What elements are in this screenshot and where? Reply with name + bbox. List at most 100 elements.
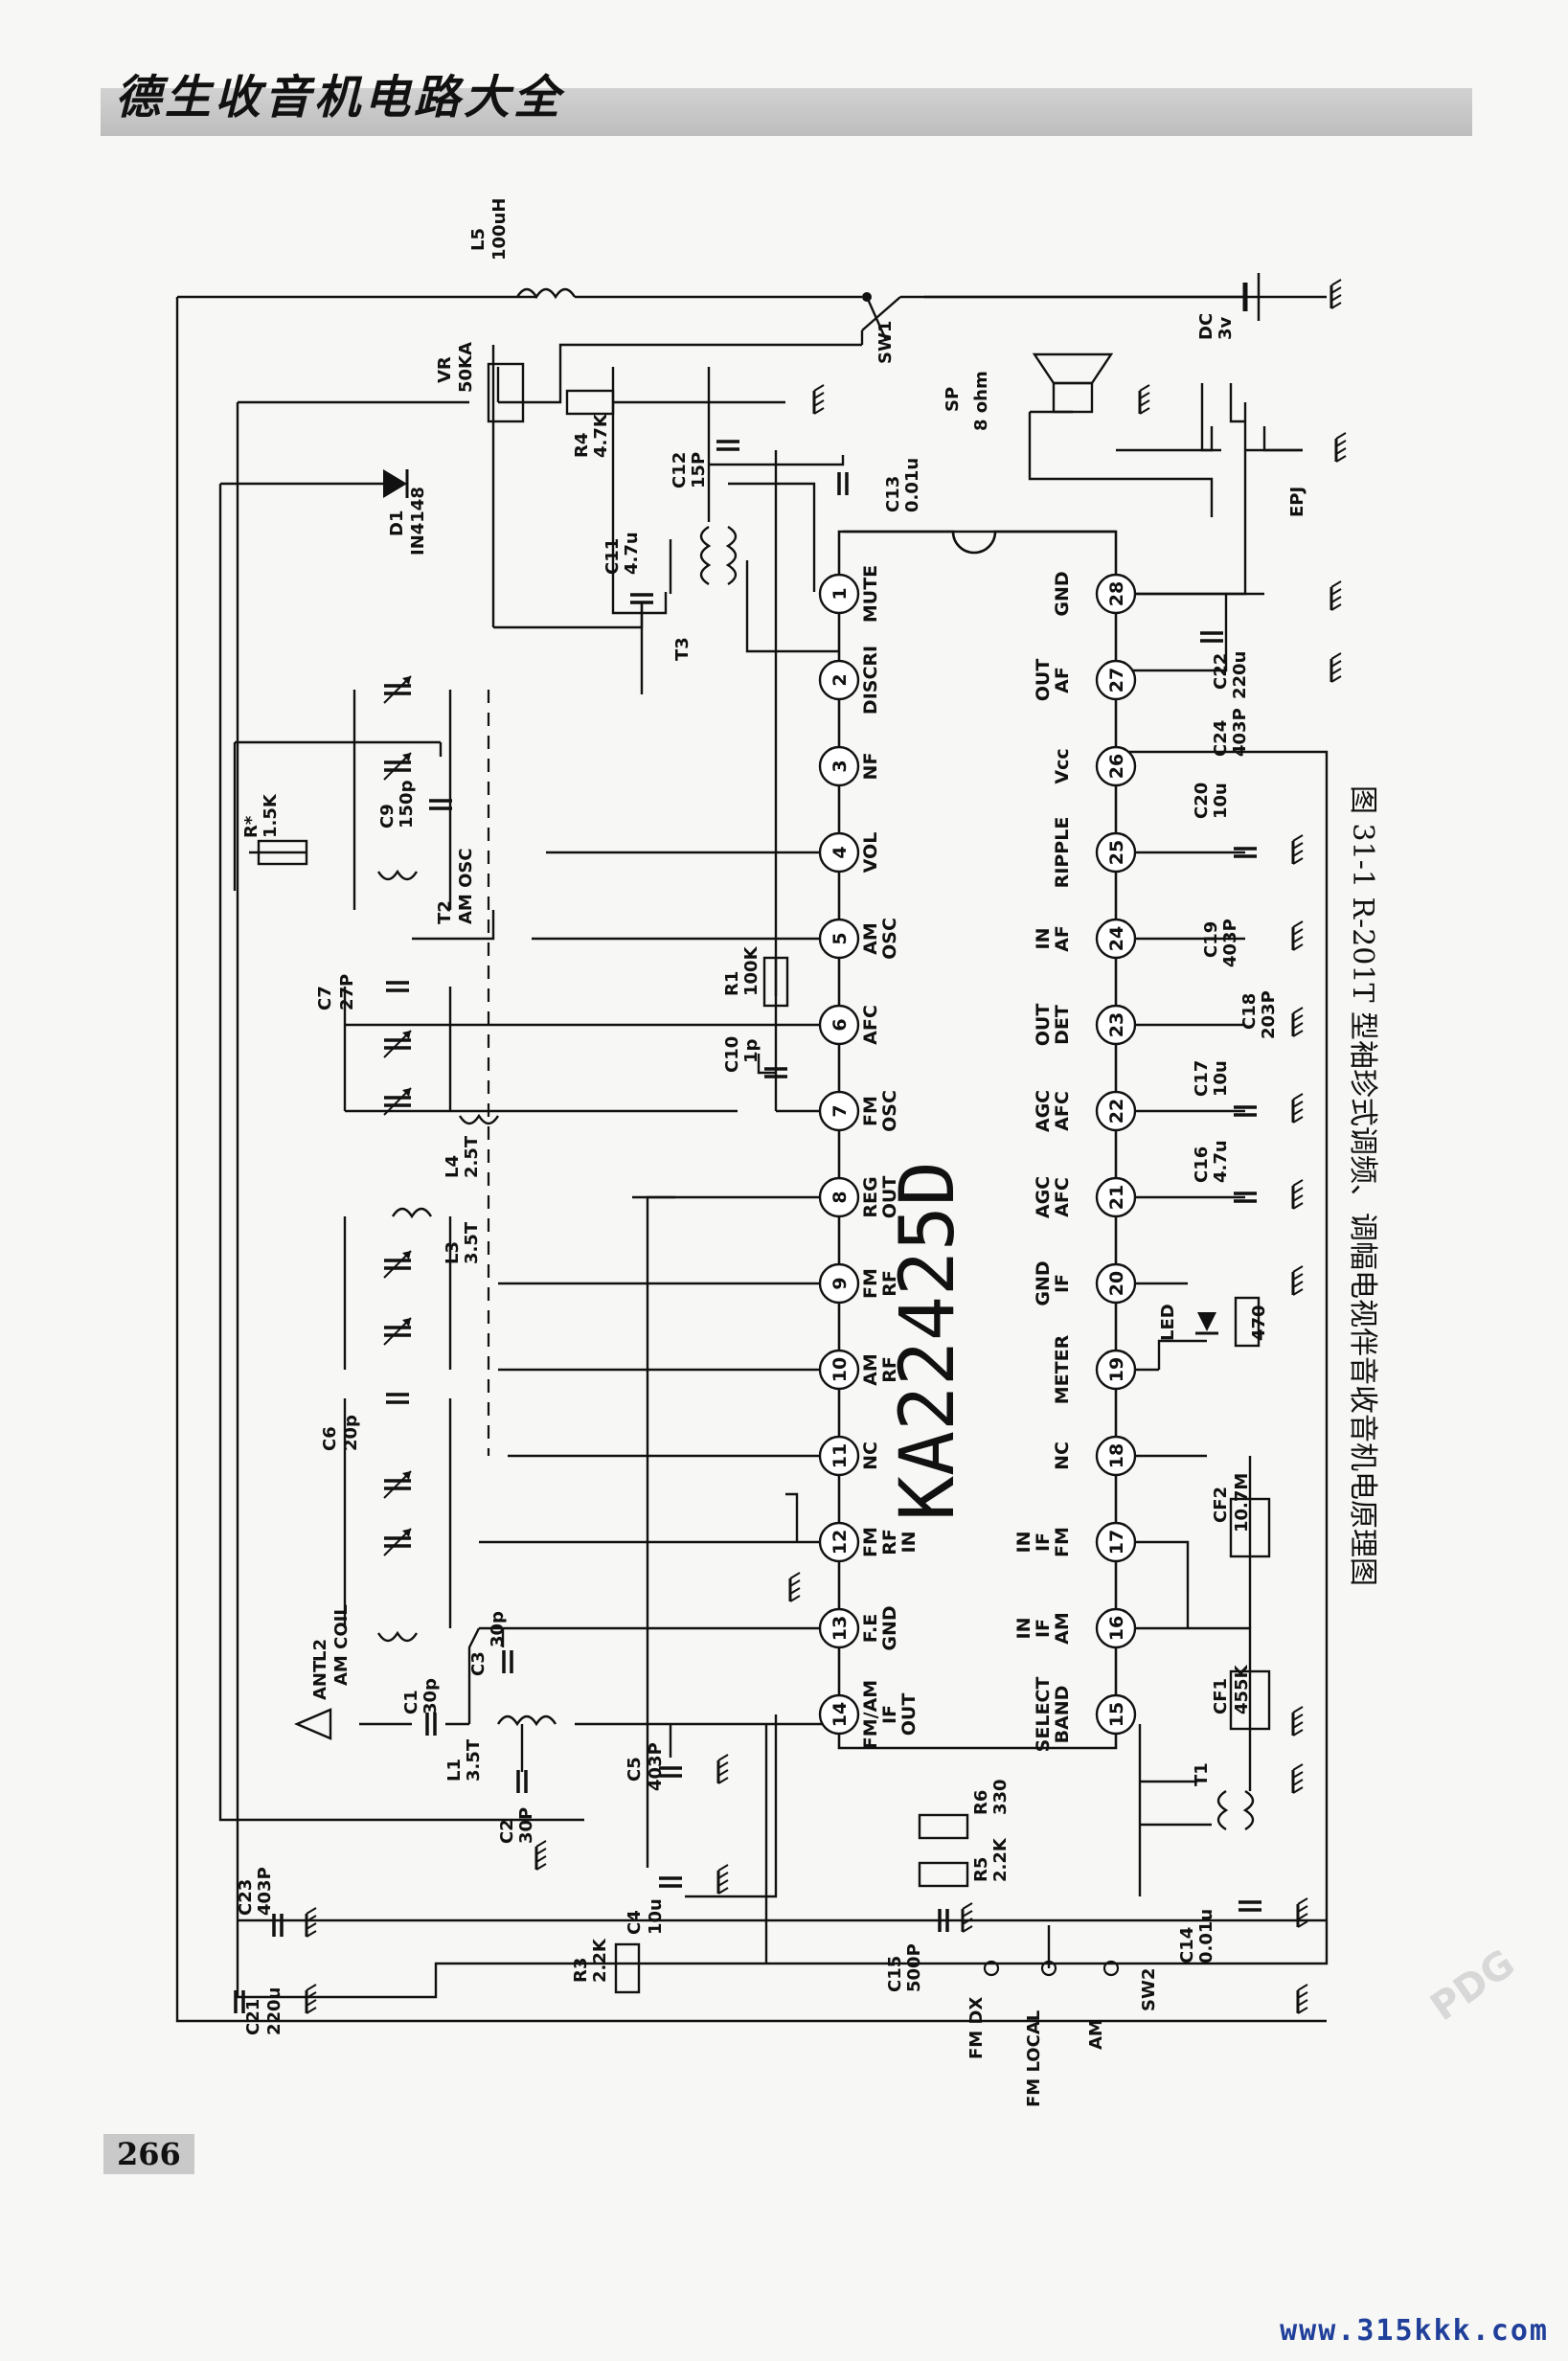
battery-dc: DC 3v bbox=[1196, 273, 1261, 340]
svg-text:100uH: 100uH bbox=[489, 198, 510, 261]
ic-pin-label: BAND bbox=[1052, 1686, 1073, 1744]
ic-pin-label: IF bbox=[879, 1705, 900, 1724]
transformer-t3: T3 bbox=[672, 525, 738, 661]
tuning-cap-am-osc bbox=[352, 674, 490, 1456]
ic-pin-circle bbox=[818, 1349, 860, 1391]
svg-text:L2: L2 bbox=[310, 1639, 330, 1662]
svg-text:R1: R1 bbox=[722, 971, 742, 996]
header-band bbox=[101, 88, 1472, 136]
svg-text:VR: VR bbox=[435, 356, 455, 383]
svg-text:150p: 150p bbox=[397, 780, 417, 829]
ic-pin-label: GND bbox=[1052, 571, 1073, 616]
ic-pin-label: AM bbox=[860, 1353, 881, 1386]
ic-pin-28: GND 28 bbox=[1052, 571, 1137, 617]
ic-pin-circle bbox=[1095, 745, 1137, 787]
coil-t2: T2 AM OSC bbox=[376, 848, 476, 924]
capacitor-c23: C23 403P bbox=[236, 1867, 284, 1939]
svg-text:220u: 220u bbox=[264, 1987, 284, 2035]
svg-text:10u: 10u bbox=[1211, 783, 1231, 819]
svg-text:4.7K: 4.7K bbox=[591, 413, 611, 458]
svg-text:C5: C5 bbox=[625, 1757, 645, 1782]
svg-text:C24: C24 bbox=[1211, 720, 1231, 757]
ic-pin-label: AM bbox=[860, 922, 881, 955]
ic-pin-number: 10 bbox=[829, 1357, 851, 1382]
resistor-r3: R3 2.2K bbox=[571, 1938, 641, 1994]
site-url[interactable]: www.315kkk.com bbox=[1280, 2314, 1549, 2348]
page-number: 266 bbox=[103, 2134, 194, 2174]
ic-pin-label: FM bbox=[1052, 1527, 1073, 1557]
ic-pin-number: 24 bbox=[1106, 926, 1127, 951]
ic-pin-label: IF bbox=[1033, 1532, 1054, 1552]
svg-text:C11: C11 bbox=[602, 538, 623, 575]
svg-text:AM: AM bbox=[1086, 2019, 1106, 2050]
ic-pin-3: NF3 bbox=[818, 745, 881, 787]
svg-text:C22: C22 bbox=[1211, 653, 1231, 690]
capacitor-c13: C13 0.01u bbox=[837, 458, 922, 512]
capacitor-c19: C19 403P bbox=[1201, 919, 1240, 967]
ic-pin-number: 13 bbox=[829, 1616, 851, 1641]
svg-text:R6: R6 bbox=[971, 1790, 991, 1815]
svg-text:4.7u: 4.7u bbox=[622, 532, 642, 575]
svg-text:SW2: SW2 bbox=[1139, 1968, 1159, 2011]
svg-text:0.01u: 0.01u bbox=[1196, 1909, 1216, 1964]
svg-text:C3: C3 bbox=[468, 1651, 489, 1676]
ic-pin-number: 28 bbox=[1106, 581, 1127, 606]
svg-text:3.5T: 3.5T bbox=[462, 1221, 482, 1264]
ic-pin-label: AGC bbox=[1033, 1090, 1054, 1132]
svg-text:3.5T: 3.5T bbox=[464, 1738, 484, 1782]
capacitor-c10: C10 1p bbox=[722, 1036, 789, 1078]
svg-text:L3: L3 bbox=[443, 1241, 463, 1264]
resistor-r1: R1 100K bbox=[722, 945, 789, 1008]
diode-d1: D1 IN4148 bbox=[383, 469, 428, 556]
ic-pin-label: FM bbox=[860, 1268, 881, 1299]
svg-text:C14: C14 bbox=[1177, 1927, 1197, 1964]
ic-pin-number: 1 bbox=[829, 587, 851, 600]
ic-pin-number: 26 bbox=[1106, 754, 1127, 779]
svg-text:CF1: CF1 bbox=[1211, 1678, 1231, 1714]
wiring bbox=[175, 295, 1329, 2023]
svg-text:FM LOCAL: FM LOCAL bbox=[1024, 2010, 1044, 2107]
ic-ka22425d: MUTE1DISCRI2NF3VOL4AMOSC5AFC6FMOSC7REGOU… bbox=[818, 530, 1137, 1752]
svg-text:C19: C19 bbox=[1201, 921, 1221, 958]
svg-text:ANT: ANT bbox=[310, 1660, 330, 1700]
ic-pin-label: IF bbox=[1033, 1619, 1054, 1638]
ic-pin-number: 18 bbox=[1106, 1443, 1127, 1468]
coil-l2: L2 AM COIL bbox=[310, 1604, 419, 1686]
ic-pin-number: 17 bbox=[1106, 1530, 1127, 1555]
ic-pin-number: 19 bbox=[1106, 1357, 1127, 1382]
ic-pin-label: FM bbox=[860, 1527, 881, 1557]
resistor-r6: R6 330 bbox=[918, 1779, 1011, 1840]
capacitor-c1: C1 30p bbox=[401, 1678, 441, 1737]
ic-pin-label: AFC bbox=[860, 1005, 881, 1045]
svg-text:10u: 10u bbox=[1211, 1060, 1231, 1097]
ic-pin-circle bbox=[1095, 1435, 1137, 1477]
svg-text:20p: 20p bbox=[341, 1415, 361, 1451]
svg-text:50KA: 50KA bbox=[456, 342, 476, 393]
svg-text:L5: L5 bbox=[468, 228, 489, 251]
ic-pin-circle bbox=[818, 1004, 860, 1046]
capacitor-c4: C4 10u bbox=[625, 1876, 684, 1935]
tuning-cap-fm-rf bbox=[343, 1398, 452, 1628]
svg-text:L1: L1 bbox=[444, 1759, 465, 1782]
ic-pin-label: OUT bbox=[1033, 1004, 1054, 1047]
ic-pin-circle bbox=[818, 659, 860, 701]
ic-pin-number: 27 bbox=[1106, 668, 1127, 692]
svg-text:1.5K: 1.5K bbox=[261, 793, 281, 838]
ic-pin-label: RIPPLE bbox=[1052, 817, 1073, 889]
svg-text:T3: T3 bbox=[672, 637, 693, 661]
svg-text:8 ohm: 8 ohm bbox=[971, 371, 991, 431]
svg-text:220u: 220u bbox=[1230, 651, 1250, 699]
ic-pin-circle bbox=[818, 1693, 860, 1736]
svg-text:C16: C16 bbox=[1192, 1146, 1212, 1183]
svg-text:R*: R* bbox=[241, 815, 261, 838]
ic-pin-number: 22 bbox=[1106, 1099, 1127, 1124]
ic-pin-number: 9 bbox=[829, 1277, 851, 1289]
ic-pin-label: IN bbox=[1033, 928, 1054, 950]
svg-text:AM OSC: AM OSC bbox=[456, 848, 476, 924]
ic-pin-label: REG bbox=[860, 1176, 881, 1217]
